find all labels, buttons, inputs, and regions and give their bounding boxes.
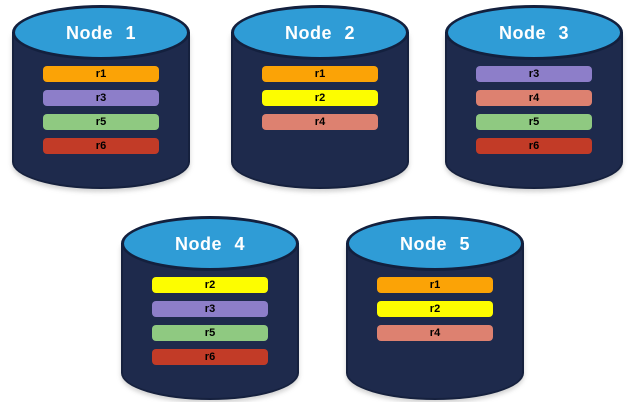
node-title: Node 4 [174,233,245,254]
replica-bar: r6 [43,138,159,154]
cylinder-top: Node 4 [121,216,299,271]
replica-bar: r2 [262,90,378,106]
replica-bar: r4 [262,114,378,130]
cylinder-top: Node 5 [346,216,524,271]
replica-list: r1 r2 r4 [346,277,524,341]
replica-bar: r3 [476,66,592,82]
replica-bar: r5 [43,114,159,130]
replica-bar: r6 [152,349,268,365]
replica-list: r3 r4 r5 r6 [445,66,623,154]
replica-bar: r4 [377,325,493,341]
replica-list: r1 r3 r5 r6 [12,66,190,154]
node-title: Node 2 [284,22,355,43]
node-title: Node 3 [498,22,569,43]
replica-bar: r2 [152,277,268,293]
replica-bar: r5 [152,325,268,341]
replica-bar: r3 [43,90,159,106]
replica-bar: r5 [476,114,592,130]
cylinder-top: Node 1 [12,5,190,60]
node-3-cylinder: Node 3 r3 r4 r5 r6 [445,5,623,189]
replica-list: r2 r3 r5 r6 [121,277,299,365]
replica-bar: r1 [43,66,159,82]
replica-bar: r2 [377,301,493,317]
node-2-cylinder: Node 2 r1 r2 r4 [231,5,409,189]
node-1-cylinder: Node 1 r1 r3 r5 r6 [12,5,190,189]
node-5-cylinder: Node 5 r1 r2 r4 [346,216,524,400]
cylinder-top: Node 2 [231,5,409,60]
node-4-cylinder: Node 4 r2 r3 r5 r6 [121,216,299,400]
node-title: Node 1 [65,22,136,43]
replica-bar: r1 [377,277,493,293]
node-title: Node 5 [399,233,470,254]
replica-bar: r6 [476,138,592,154]
replica-list: r1 r2 r4 [231,66,409,130]
replica-bar: r1 [262,66,378,82]
replica-bar: r4 [476,90,592,106]
cylinder-top: Node 3 [445,5,623,60]
replica-bar: r3 [152,301,268,317]
